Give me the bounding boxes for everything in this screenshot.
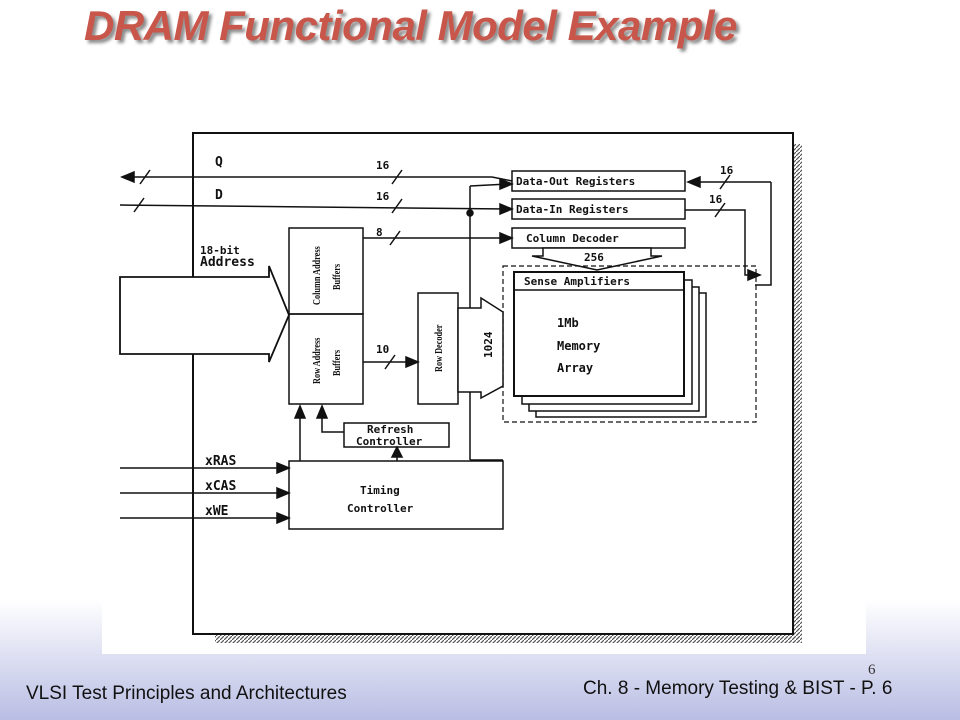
row-addr-buf-label-1: Row Address <box>311 337 323 384</box>
memory-size-label: 1Mb <box>557 316 579 330</box>
footer-course-title: VLSI Test Principles and Architectures <box>26 683 347 704</box>
col-addr-bus-width: 8 <box>376 226 383 239</box>
row-decoder-label: Row Decoder <box>433 324 445 372</box>
footer-chapter: Ch. 8 - Memory Testing & BIST - P. 6 <box>583 678 893 699</box>
row-address-buffers-block <box>288 313 364 405</box>
timing-to-buffers-line <box>293 404 307 461</box>
q-label: Q <box>215 155 223 170</box>
col-dec-bus-width: 256 <box>584 251 604 264</box>
timing-to-refresh-line <box>390 445 404 461</box>
column-decoder-label: Column Decoder <box>526 232 619 245</box>
frame-shadow-right <box>793 144 802 643</box>
d-label: D <box>215 188 223 203</box>
d-bus-width: 16 <box>376 190 390 203</box>
refresh-controller-label: Controller <box>356 435 423 448</box>
timing-controller-label: Controller <box>347 502 414 515</box>
q-bus-line <box>120 169 513 185</box>
address-input-arrow <box>119 265 290 363</box>
xras-line <box>120 461 291 475</box>
data-in-registers-block <box>511 198 686 220</box>
row-decode-arrow <box>457 296 504 400</box>
row-addr-bus-width: 10 <box>376 343 389 356</box>
column-decode-arrow <box>531 247 663 271</box>
q-bus-width: 16 <box>376 159 390 172</box>
col-addr-buf-label-1: Column Address <box>311 246 323 305</box>
address-label: Address <box>200 255 255 270</box>
memory-label: Memory <box>557 339 600 353</box>
row-address-bus <box>363 354 420 370</box>
page-number: 6 <box>868 662 876 678</box>
row-addr-buf-label-2: Buffers <box>331 350 343 376</box>
xras-label: xRAS <box>205 454 236 469</box>
address-width-label: 18-bit <box>200 244 240 257</box>
memory-array-block <box>513 271 685 397</box>
register-feedback-lines <box>685 174 772 286</box>
row-dec-bus-width: 1024 <box>482 331 495 358</box>
in-reg-bus-width: 16 <box>709 193 723 206</box>
slide-title: DRAM Functional Model Example <box>84 2 737 49</box>
timing-label: Timing <box>360 484 400 497</box>
xcas-label: xCAS <box>205 479 236 494</box>
xwe-label: xWE <box>205 504 228 519</box>
data-out-registers-block <box>511 170 686 192</box>
refresh-to-buffers-line <box>315 404 344 433</box>
column-address-bus <box>363 230 514 246</box>
timing-controller-block <box>288 460 504 530</box>
frame-shadow-bottom <box>215 634 802 643</box>
sense-amplifiers-label: Sense Amplifiers <box>524 275 630 288</box>
out-reg-bus-width: 16 <box>720 164 734 177</box>
array-label: Array <box>557 361 593 375</box>
data-in-registers-label: Data-In Registers <box>516 203 629 216</box>
xcas-line <box>120 486 291 500</box>
data-out-registers-label: Data-Out Registers <box>516 175 635 188</box>
refresh-label: Refresh <box>367 423 413 436</box>
col-addr-buf-label-2: Buffers <box>331 264 343 290</box>
xwe-line <box>120 511 291 525</box>
